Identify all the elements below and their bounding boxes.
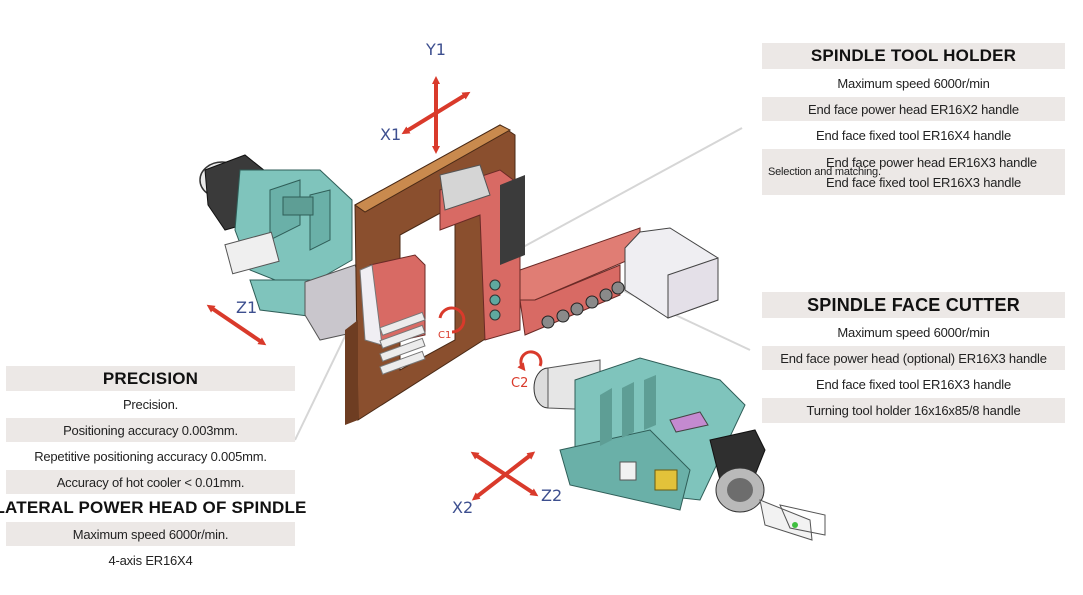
spec-row: Turning tool holder 16x16x85/8 handle (762, 398, 1065, 423)
lateral-power-head-illustration (199, 154, 366, 341)
spec-row: Accuracy of hot cooler < 0.01mm. (6, 470, 295, 494)
spec-row: Precision. (122, 396, 179, 412)
leader-line-lateral-head (294, 329, 349, 441)
spec-row: End face fixed tool ER16X4 handle (815, 127, 1012, 143)
spec-row: End face power head (optional) ER16X3 ha… (762, 346, 1065, 370)
panel-title: SPINDLE FACE CUTTER (762, 292, 1065, 318)
leader-line-tool-holder (489, 127, 743, 266)
spec-row: Maximum speed 6000r/min (837, 75, 990, 91)
spec-row: Maximum speed 6000r/min (837, 324, 990, 340)
panel-title: PRECISION (6, 366, 295, 391)
spindle-tool-holder-panel: SPINDLE TOOL HOLDER Maximum speed 6000r/… (762, 43, 1065, 198)
face-cutter-block-illustration (519, 227, 719, 336)
leader-line-face-cutter (604, 281, 751, 351)
x2-axis-label: X2 (452, 498, 474, 517)
c2-rotation-arrow (517, 350, 543, 372)
z1-axis-arrow (206, 304, 267, 346)
spec-row: End face fixed tool ER16X3 handle (815, 376, 1012, 392)
z1-axis-label: Z1 (236, 298, 258, 317)
spindle-face-cutter-panel: SPINDLE FACE CUTTER Maximum speed 6000r/… (762, 292, 1065, 426)
precision-panel: PRECISION Precision. Positioning accurac… (6, 366, 295, 496)
lateral-power-head-panel: LATERAL POWER HEAD OF SPINDLE Maximum sp… (0, 495, 306, 575)
spec-row: Repetitive positioning accuracy 0.005mm. (34, 448, 267, 464)
x1-axis-label: X1 (380, 125, 402, 144)
x1-axis-arrow (401, 91, 471, 135)
selection-items: End face power head ER16X3 handle End fa… (826, 155, 1037, 190)
selection-item: End face fixed tool ER16X3 handle (826, 174, 1022, 190)
spec-row: 4-axis ER16X4 (108, 552, 193, 568)
selection-row: Selection and matching. End face power h… (762, 149, 1065, 195)
selection-label: Selection and matching. (768, 165, 881, 178)
z2-axis-arrow (470, 451, 539, 497)
selection-item: End face power head ER16X3 handle (826, 154, 1037, 170)
spec-row: End face power head ER16X2 handle (762, 97, 1065, 121)
spec-row: Maximum speed 6000r/min. (6, 522, 295, 546)
panel-title: SPINDLE TOOL HOLDER (762, 43, 1065, 69)
c1-axis-label: C1 (438, 330, 452, 341)
c2-axis-label: C2 (511, 376, 529, 391)
main-frame-illustration (345, 124, 525, 425)
panel-title: LATERAL POWER HEAD OF SPINDLE (0, 498, 307, 517)
face-cutter-spindle-illustration (533, 357, 826, 541)
y1-axis-label: Y1 (426, 40, 446, 59)
z2-axis-label: Z2 (541, 486, 563, 505)
spec-row: Positioning accuracy 0.003mm. (6, 418, 295, 442)
